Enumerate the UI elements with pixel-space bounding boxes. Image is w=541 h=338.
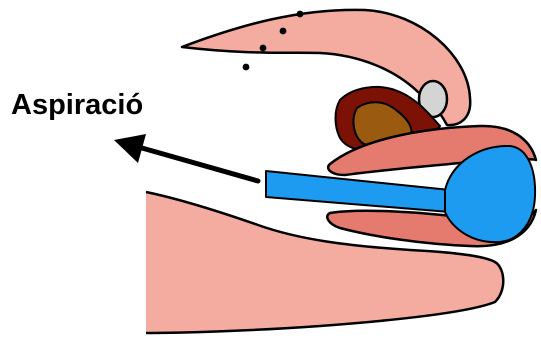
dot-3	[260, 45, 267, 52]
dot-1	[297, 11, 304, 18]
aspiration-label: Aspiració	[11, 89, 143, 121]
tool-shaft	[266, 171, 450, 212]
dot-2	[280, 28, 287, 35]
dot-4	[243, 64, 250, 71]
arrow-left-up-icon	[114, 134, 258, 181]
